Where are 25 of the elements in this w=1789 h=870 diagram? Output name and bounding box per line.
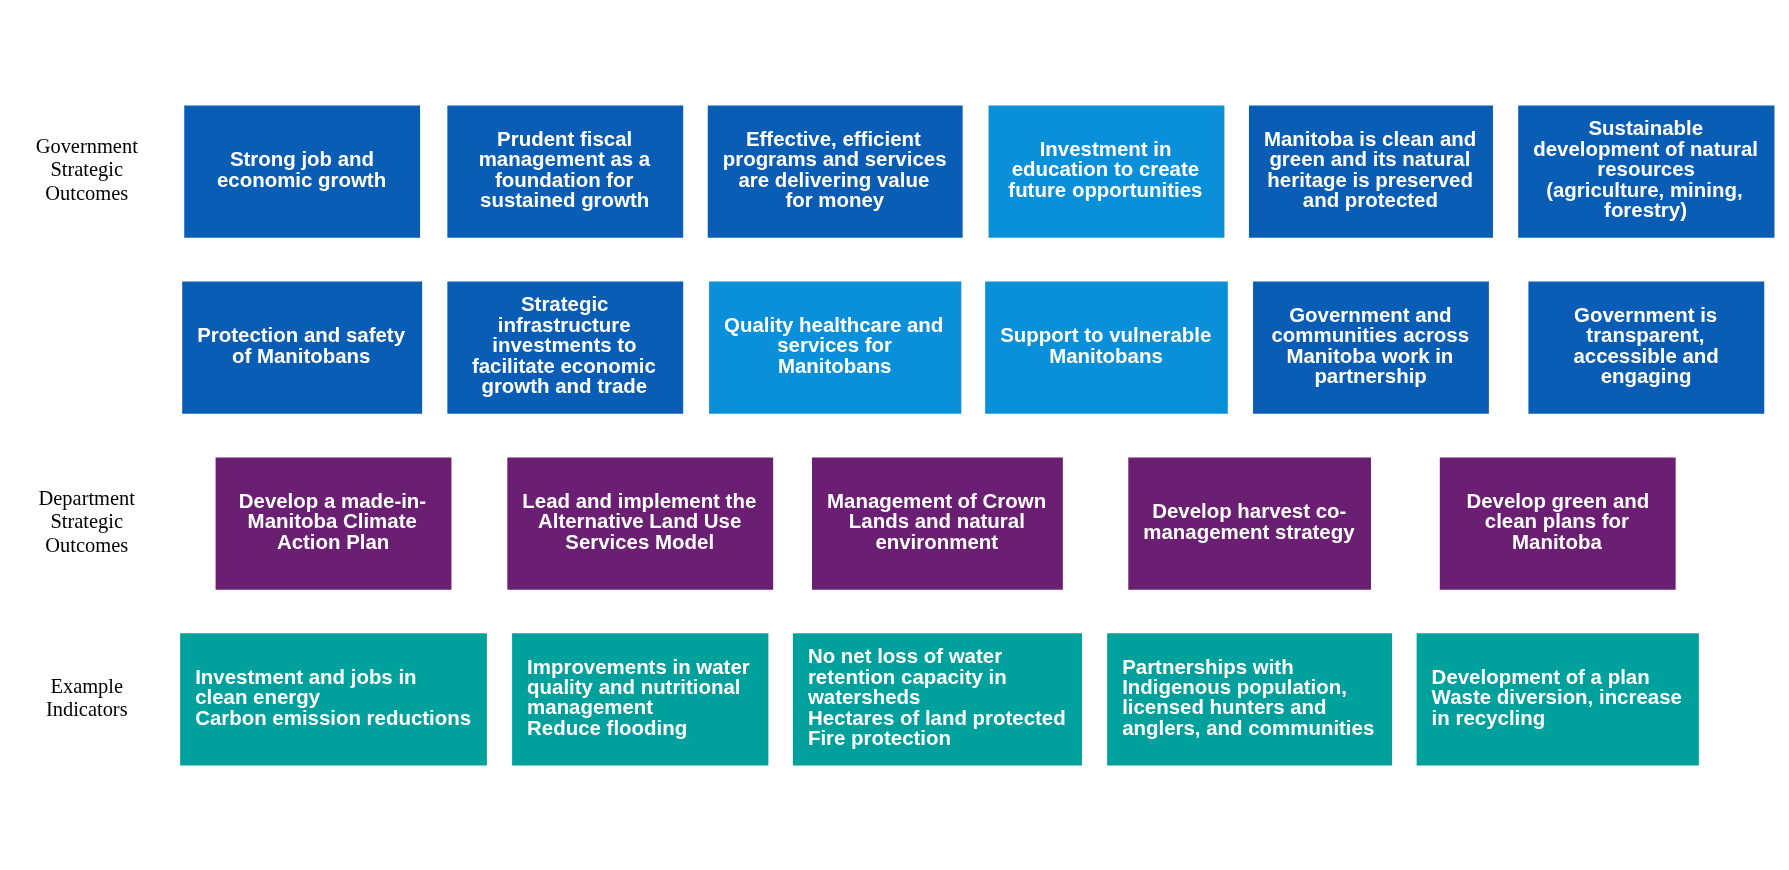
- label: Government Strategic Outcomes: [35, 134, 138, 204]
- node-box: Develop harvest co-management strategy: [1128, 456, 1371, 590]
- node-box: Partnerships with Indigenous population, licensed hunters and anglers, and communities: [1107, 632, 1393, 766]
- node-box: Strategic infrastructure investments to facilitate economic growth and trade: [447, 280, 684, 414]
- node-box: Protection and safety of Manitobans: [182, 280, 423, 414]
- label: Example Indicators: [45, 674, 128, 720]
- node-box: Develop a made-in-Manitoba Climate Action Plan: [215, 456, 452, 590]
- node-box: Prudent fiscal management as a foundation for sustained growth: [447, 104, 684, 238]
- node-box: Improvements in water quality and nutritional management Reduce flooding: [512, 632, 769, 766]
- node-box: Effective, efficient programs and services are delivering value for money: [707, 104, 963, 238]
- node-box: Support to vulnerable Manitobans: [985, 280, 1228, 414]
- node-box: Strong job and economic growth: [184, 104, 421, 238]
- node-box: Government is transparent, accessible and engaging: [1528, 280, 1765, 414]
- node-box: Manitoba is clean and green and its natural heritage is preserved and protected: [1248, 104, 1493, 238]
- node-box: Investment and jobs in clean energy Carbon emission reductions: [180, 632, 487, 766]
- node-box: Development of a plan Waste diversion, increase in recycling: [1416, 632, 1699, 766]
- node-box: Investment in education to create future opportunities: [988, 104, 1225, 238]
- label: Department Strategic Outcomes: [38, 486, 136, 556]
- node-box: Sustainable development of natural resources (agriculture, mining, forestry): [1518, 104, 1775, 238]
- node-box: No net loss of water retention capacity in watersheds Hectares of land protected Fire protection: [792, 632, 1082, 766]
- node-box: Lead and implement the Alternative Land Use Services Model: [507, 456, 774, 590]
- node-box: Government and communities across Manitoba work in partnership: [1253, 280, 1489, 414]
- node-box: Management of Crown Lands and natural environment: [812, 456, 1063, 590]
- node-box: Quality healthcare and services for Manitobans: [709, 280, 962, 414]
- node-box: Develop green and clean plans for Manitoba: [1439, 456, 1676, 590]
